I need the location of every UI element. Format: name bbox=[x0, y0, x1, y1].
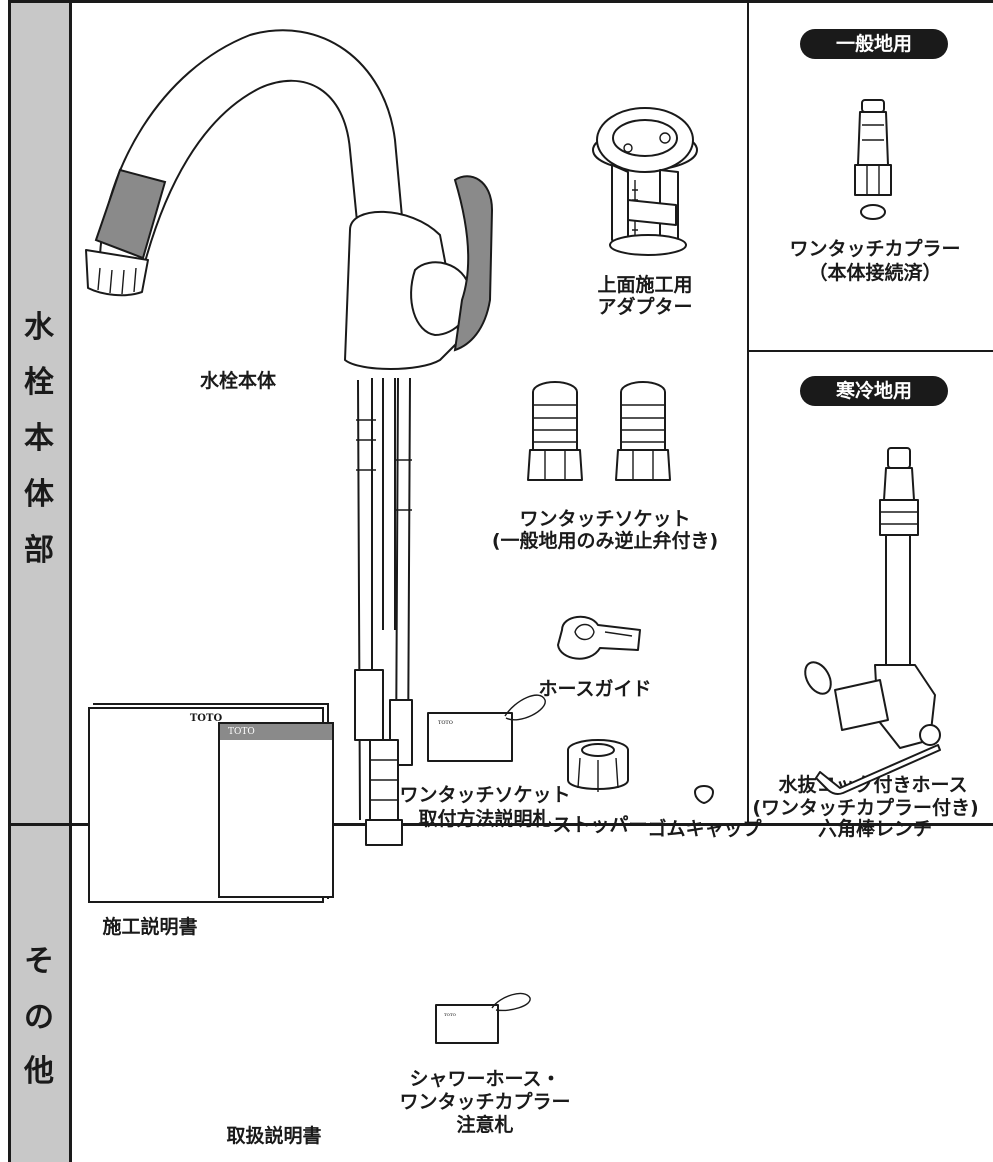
adapter-label-line1: 上面施工用 bbox=[597, 274, 693, 296]
section-label-char: 他 bbox=[24, 1054, 54, 1089]
socket-label-line1: ワンタッチソケット bbox=[519, 508, 691, 530]
hose-guide-label: ホースガイド bbox=[538, 678, 652, 700]
socket-tag-label-line1: ワンタッチソケット bbox=[399, 784, 571, 806]
user-manual-label: 取扱説明書 bbox=[226, 1125, 322, 1147]
left-border bbox=[8, 0, 11, 1162]
faucet-body-image bbox=[85, 29, 494, 846]
top-border bbox=[8, 0, 993, 3]
section-label-char: 栓 bbox=[24, 365, 54, 400]
adapter-image bbox=[592, 107, 698, 256]
shower-tag-label-line1: シャワーホース・ bbox=[409, 1068, 561, 1090]
coupler-label-line1: ワンタッチカプラー bbox=[789, 238, 961, 260]
section-label-char: の bbox=[24, 1000, 54, 1035]
section-label-char: 本 bbox=[24, 421, 54, 456]
section-label-char: そ bbox=[24, 944, 54, 979]
svg-text:TOTO: TOTO bbox=[438, 720, 453, 726]
hose-guide-image bbox=[557, 615, 641, 660]
adapter-label-line2: アダプター bbox=[597, 296, 693, 318]
general-area-badge: 一般地用 bbox=[800, 29, 948, 59]
coupler-image bbox=[854, 99, 892, 220]
hex-wrench-image bbox=[815, 744, 941, 795]
shower-tag-label-line2: ワンタッチカプラー bbox=[399, 1091, 571, 1113]
socket-tag-image: TOTO bbox=[427, 694, 546, 762]
column-divider bbox=[747, 0, 749, 824]
user-manual-brand: TOTO bbox=[220, 724, 332, 740]
section-label-char: 体 bbox=[24, 477, 54, 512]
shower-tag-label-line3: 注意札 bbox=[456, 1114, 514, 1136]
section-label-char: 部 bbox=[24, 533, 54, 568]
stopper-image bbox=[567, 739, 629, 792]
install-manual-brand: TOTO bbox=[189, 713, 223, 724]
shower-tag-image: TOTO bbox=[435, 992, 531, 1044]
install-manual-label: 施工説明書 bbox=[102, 916, 198, 938]
socket-label-line2: (一般地用のみ逆止弁付き) bbox=[491, 530, 719, 552]
coupler-label-line2: （本体接続済） bbox=[808, 262, 942, 284]
faucet-body-label: 水栓本体 bbox=[199, 370, 276, 392]
rubber-cap-label: ゴムキャップ bbox=[647, 818, 762, 840]
sidebar-divider bbox=[69, 0, 72, 1162]
socket-tag-label-line2: 取付方法説明札 bbox=[418, 808, 552, 830]
socket-image bbox=[527, 381, 671, 481]
hex-wrench-label: 六角棒レンチ bbox=[817, 818, 932, 840]
stopper-label: ストッパー bbox=[552, 814, 648, 836]
svg-text:TOTO: TOTO bbox=[444, 1012, 457, 1017]
section-label-char: 水 bbox=[24, 310, 54, 345]
drain-hose-label-line2: (ワンタッチカプラー付き) bbox=[752, 797, 979, 819]
cold-area-badge: 寒冷地用 bbox=[800, 376, 948, 406]
drain-hose-image bbox=[804, 447, 941, 749]
section-divider bbox=[8, 823, 993, 826]
right-row-divider bbox=[747, 350, 993, 352]
user-manual-image: TOTO bbox=[218, 722, 334, 898]
rubber-cap-image bbox=[694, 785, 714, 804]
section-sidebar: 水 栓 本 体 部 そ の 他 bbox=[8, 0, 70, 1162]
